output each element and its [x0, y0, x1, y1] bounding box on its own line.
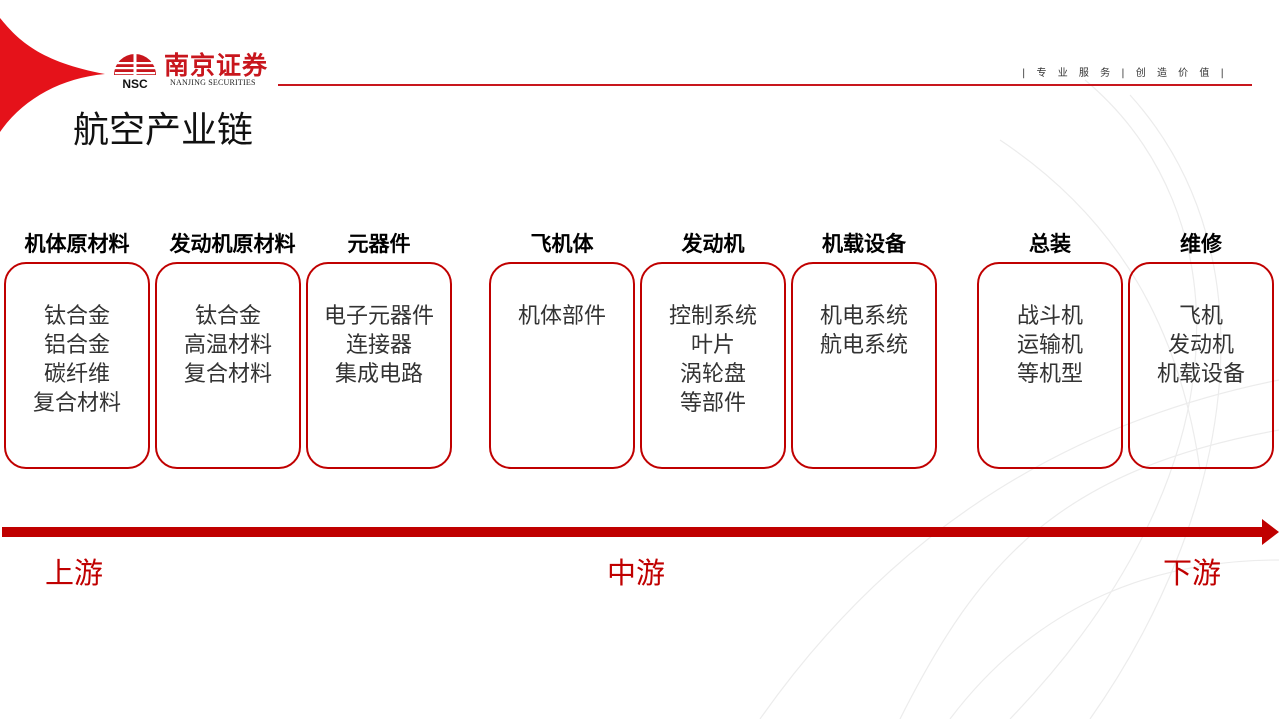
nsc-logo-icon: NSC: [114, 52, 156, 90]
box-items-components: 电子元器件 连接器 集成电路: [306, 302, 452, 389]
chain-box-engine-materials: [155, 262, 301, 469]
box-item: 机载设备: [1156, 362, 1245, 387]
box-item: 运输机: [1016, 333, 1083, 358]
header-slogan: | 专 业 服 务 | 创 造 价 值 |: [1022, 68, 1228, 79]
box-items-airframe: 机体部件: [489, 302, 635, 331]
box-items-engine-materials: 钛合金 高温材料 复合材料: [155, 302, 301, 389]
box-item: 碳纤维: [43, 362, 110, 387]
stage-label-downstream: 下游: [1163, 556, 1222, 590]
box-item: 铝合金: [43, 333, 110, 358]
box-item: 钛合金: [194, 304, 261, 329]
column-title-maintenance: 维修: [1180, 232, 1222, 256]
column-title-engine: 发动机: [681, 232, 745, 256]
chain-box-components: [306, 262, 452, 469]
box-item: 发动机: [1167, 333, 1234, 358]
logo-chinese-name: 南京证券: [164, 51, 269, 80]
box-item: 高温材料: [183, 333, 272, 358]
stage-label-upstream: 上游: [45, 556, 104, 590]
box-items-maintenance: 飞机 发动机 机载设备: [1128, 302, 1274, 389]
value-chain-arrow: [2, 519, 1279, 545]
box-item: 等机型: [1016, 362, 1083, 387]
chain-box-airborne-equipment: [791, 262, 937, 469]
column-title-components: 元器件: [347, 232, 411, 256]
box-item: 复合材料: [32, 391, 121, 416]
box-item: 复合材料: [183, 362, 272, 387]
page-title: 航空产业链: [73, 110, 254, 151]
box-items-airborne-equipment: 机电系统 航电系统: [791, 302, 937, 360]
box-item: 集成电路: [334, 362, 423, 387]
stage-label-midstream: 中游: [607, 556, 666, 590]
company-logo: NSC 南京证券 NANJING SECURITIES: [112, 48, 282, 92]
logo-english-name: NANJING SECURITIES: [170, 78, 256, 87]
chain-box-final-assembly: [977, 262, 1123, 469]
chain-box-maintenance: [1128, 262, 1274, 469]
box-item: 控制系统: [668, 304, 757, 329]
box-item: 战斗机: [1016, 304, 1083, 329]
box-items-airframe-materials: 钛合金 铝合金 碳纤维 复合材料: [4, 302, 150, 418]
column-title-engine-materials: 发动机原材料: [169, 232, 296, 256]
box-item: 连接器: [345, 333, 412, 358]
box-item: 钛合金: [43, 304, 110, 329]
chain-box-airframe-materials: [4, 262, 150, 469]
column-title-airframe: 飞机体: [530, 232, 594, 256]
box-items-engine: 控制系统 叶片 涡轮盘 等部件: [640, 302, 786, 418]
header-divider: [278, 84, 1252, 86]
chain-box-engine: [640, 262, 786, 469]
box-item: 涡轮盘: [679, 362, 746, 387]
column-title-airborne-equipment: 机载设备: [822, 232, 906, 256]
column-title-airframe-materials: 机体原材料: [24, 232, 130, 256]
box-item: 飞机: [1178, 304, 1223, 329]
logo-mark-text: NSC: [122, 77, 148, 90]
box-item: 电子元器件: [323, 304, 434, 329]
chain-box-airframe: [489, 262, 635, 469]
box-item: 航电系统: [819, 333, 908, 358]
box-item: 等部件: [679, 391, 746, 416]
corner-swoosh-decoration: [0, 18, 105, 132]
box-item: 叶片: [690, 333, 735, 358]
box-item: 机电系统: [819, 304, 908, 329]
box-item: 机体部件: [517, 304, 606, 329]
box-items-final-assembly: 战斗机 运输机 等机型: [977, 302, 1123, 389]
column-title-final-assembly: 总装: [1029, 232, 1071, 256]
